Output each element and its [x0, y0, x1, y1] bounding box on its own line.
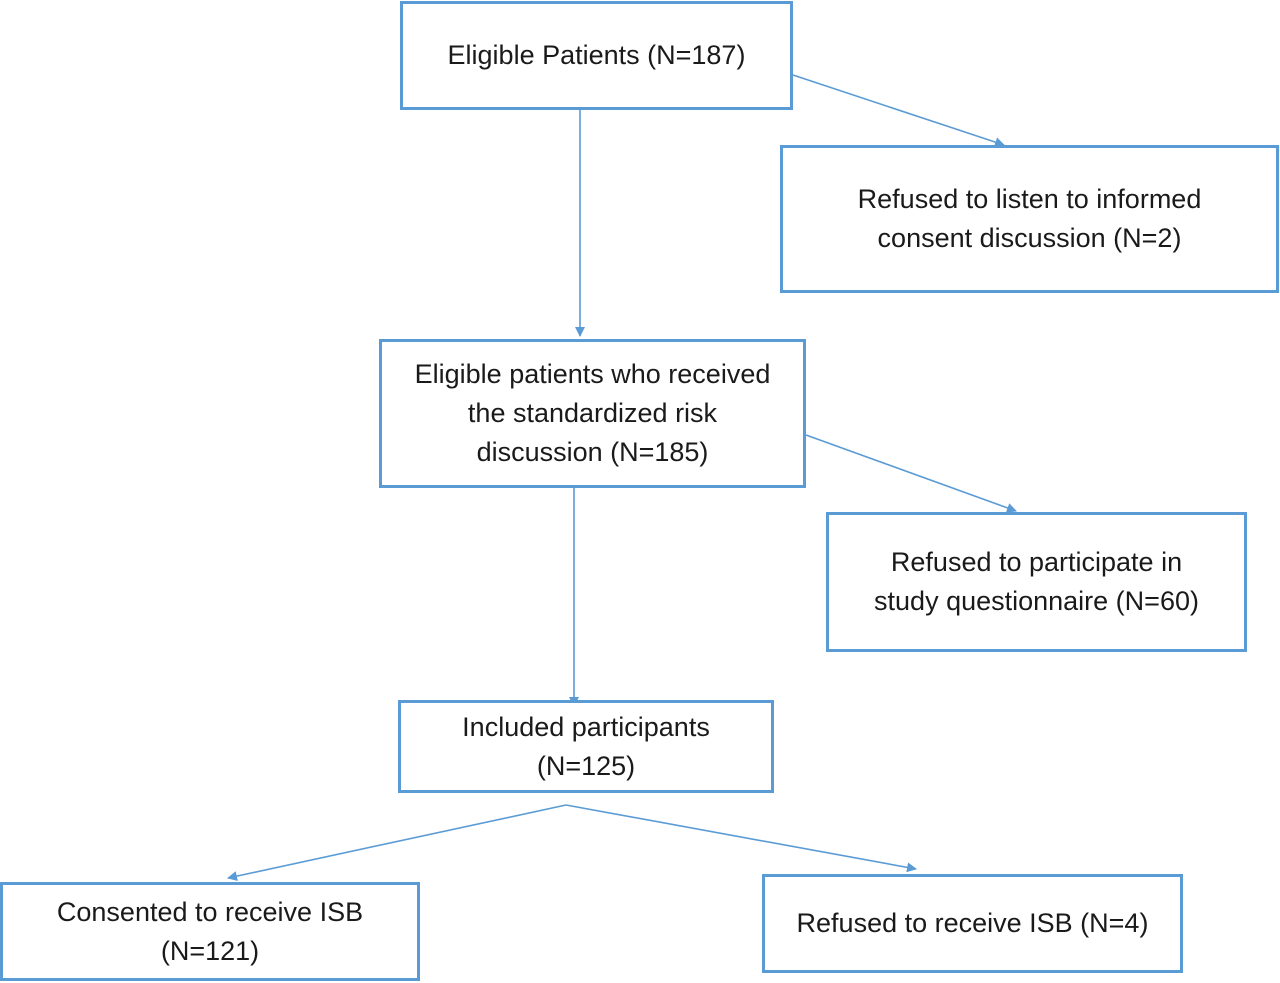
node-refused-isb: Refused to receive ISB (N=4) — [762, 874, 1183, 973]
node-refused-isb-label: Refused to receive ISB (N=4) — [796, 908, 1149, 938]
node-received-discussion: Eligible patients who received the stand… — [379, 339, 806, 488]
node-eligible-patients: Eligible Patients (N=187) — [400, 1, 793, 110]
node-eligible-patients-label: Eligible Patients (N=187) — [447, 40, 746, 70]
node-included-participants: Included participants (N=125) — [398, 700, 774, 793]
node-consented-isb: Consented to receive ISB (N=121) — [0, 882, 420, 981]
arrow-received-to-refused-questionnaire — [805, 434, 1017, 513]
node-received-discussion-label: Eligible patients who received the stand… — [414, 359, 771, 467]
node-refused-questionnaire-label: Refused to participate in study question… — [874, 547, 1199, 616]
node-refused-questionnaire: Refused to participate in study question… — [826, 512, 1247, 652]
arrow-included-to-refused-isb — [565, 804, 917, 873]
arrow-eligible-to-refused-listen — [792, 74, 1005, 147]
node-refused-listen: Refused to listen to informed consent di… — [780, 145, 1279, 293]
node-consented-isb-label: Consented to receive ISB (N=121) — [56, 896, 364, 966]
node-included-participants-label: Included participants (N=125) — [462, 711, 710, 781]
arrow-included-to-consented — [227, 804, 567, 881]
node-refused-listen-label: Refused to listen to informed consent di… — [857, 184, 1202, 253]
